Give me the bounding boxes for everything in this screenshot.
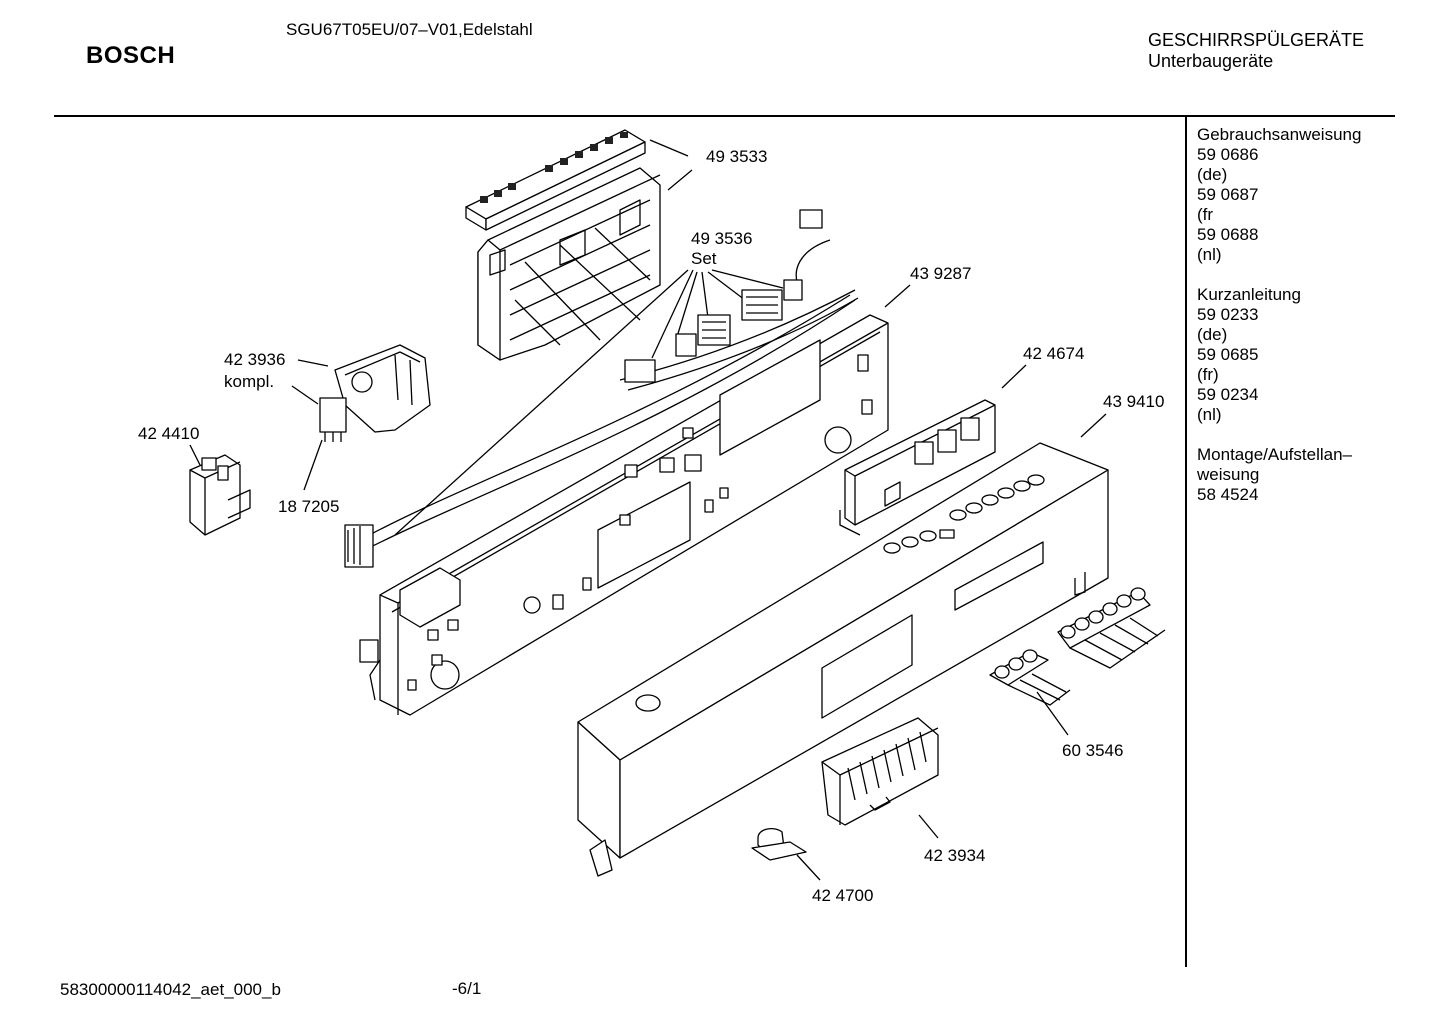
part-label-439410: 43 9410 <box>1103 392 1165 411</box>
doc-line: 59 0233 <box>1197 305 1259 324</box>
part-label-423936-suffix: kompl. <box>224 372 275 391</box>
part-label-423934: 42 3934 <box>924 846 986 865</box>
button-strip-drawing <box>989 587 1166 706</box>
sidebar-divider <box>1185 117 1187 967</box>
doc-line: 59 0234 <box>1197 385 1259 404</box>
clip-drawing <box>751 827 807 861</box>
exploded-parts-diagram <box>189 129 1166 881</box>
doc-line: 58 4524 <box>1197 485 1259 504</box>
product-category: GESCHIRRSPÜLGERÄTE Unterbaugeräte <box>1148 30 1364 72</box>
part-label-423936: 42 3936 <box>224 350 286 369</box>
switch-drawing <box>319 344 431 442</box>
brand-logo: BOSCH <box>86 42 176 69</box>
doc-line: (fr) <box>1197 365 1219 384</box>
doc-line: 59 0687 <box>1197 185 1259 204</box>
header-divider <box>54 115 1395 117</box>
doc-line: 59 0686 <box>1197 145 1259 164</box>
display-module-drawing <box>839 399 996 536</box>
doc-group-installation: Montage/Aufstellan– weisung 58 4524 <box>1197 445 1361 505</box>
doc-line: 59 0685 <box>1197 345 1259 364</box>
doc-group-quickguide: Kurzanleitung 59 0233 (de) 59 0685 (fr) … <box>1197 285 1361 425</box>
part-label-424674: 42 4674 <box>1023 344 1085 363</box>
doc-line: Kurzanleitung <box>1197 285 1301 304</box>
doc-line: (nl) <box>1197 245 1222 264</box>
wiring-harness-drawing <box>344 209 859 568</box>
doc-line: (de) <box>1197 165 1228 184</box>
doc-line: (nl) <box>1197 405 1222 424</box>
doc-line: Montage/Aufstellan– <box>1197 445 1352 464</box>
connector-drawing <box>189 454 251 536</box>
document-id: 58300000114042_aet_000_b <box>60 980 281 999</box>
handle-drawing <box>821 717 939 826</box>
part-label-187205: 18 7205 <box>278 497 340 516</box>
doc-line: Gebrauchsanweisung <box>1197 125 1362 144</box>
front-panel-drawing <box>577 442 1109 877</box>
part-label-493533: 49 3533 <box>706 147 768 166</box>
control-module-drawing <box>465 129 661 361</box>
part-label-493536-suffix: Set <box>691 249 717 268</box>
doc-line: 59 0688 <box>1197 225 1259 244</box>
category-title: GESCHIRRSPÜLGERÄTE <box>1148 30 1365 50</box>
doc-line: weisung <box>1197 465 1260 484</box>
part-label-493536: 49 3536 <box>691 229 753 248</box>
doc-group-manual: Gebrauchsanweisung 59 0686 (de) 59 0687 … <box>1197 125 1361 265</box>
doc-line: (de) <box>1197 325 1228 344</box>
documentation-list: Gebrauchsanweisung 59 0686 (de) 59 0687 … <box>1197 125 1361 525</box>
model-number: SGU67T05EU/07–V01,Edelstahl <box>286 20 533 39</box>
category-subtitle: Unterbaugeräte <box>1148 51 1274 71</box>
part-label-424700: 42 4700 <box>812 886 874 905</box>
leader-lines <box>189 139 1107 881</box>
doc-line: (fr <box>1197 205 1214 224</box>
part-label-424410: 42 4410 <box>138 424 200 443</box>
page-number: -6/1 <box>452 979 482 998</box>
part-label-439287: 43 9287 <box>910 264 972 283</box>
frame-drawing <box>359 314 889 716</box>
part-label-603546: 60 3546 <box>1062 741 1124 760</box>
